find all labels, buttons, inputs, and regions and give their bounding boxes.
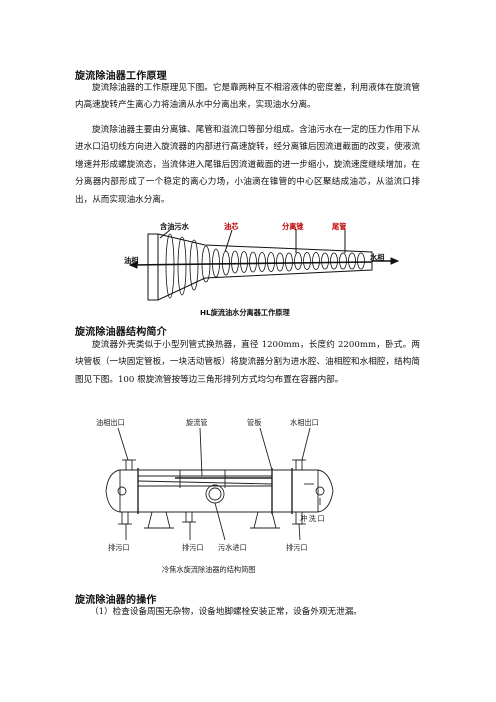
paragraph-structure: 旋流器外壳类似于小型列管式换热器，直径 1200mm，长度约 2200mm，卧式… bbox=[75, 340, 420, 385]
label-sewage-inlet: 污水进口 bbox=[218, 543, 247, 552]
label-tube-sheet: 管板 bbox=[247, 418, 262, 427]
label-drain-left: 排污口 bbox=[108, 543, 130, 552]
section-title-operation: 旋流除油器的操作 bbox=[75, 595, 157, 606]
label-water-phase: 水相 bbox=[370, 253, 385, 262]
figure2-caption: 冷焦水旋流除油器的结构简图 bbox=[162, 565, 256, 574]
section-title-principle: 旋流除油器工作原理 bbox=[75, 71, 167, 82]
label-flush-port: 冲洗口 bbox=[300, 514, 327, 523]
figure1-caption: HL旋流油水分离器工作原理 bbox=[200, 308, 290, 317]
section-title-structure: 旋流除油器结构简介 bbox=[75, 327, 167, 338]
label-tail-pipe: 尾管 bbox=[332, 222, 347, 231]
label-oil-core: 油芯 bbox=[224, 222, 239, 231]
paragraph-principle-2: 旋流除油器主要由分离锥、尾管和溢流口等部分组成。含油污水在一定的压力作用下从进水… bbox=[75, 125, 420, 205]
paragraph-principle-1: 旋流除油器的工作原理见下图。它是靠两种互不相溶液体的密度差，利用液体在旋流管内高… bbox=[75, 83, 420, 111]
label-water-outlet: 水相出口 bbox=[290, 418, 319, 427]
label-cyclone-tube: 旋流管 bbox=[186, 418, 208, 427]
label-oil-outlet: 油相出口 bbox=[96, 418, 125, 427]
label-drain-middle: 排污口 bbox=[182, 543, 204, 552]
label-separation-cone: 分离锥 bbox=[282, 222, 304, 231]
label-oil-phase: 油相 bbox=[124, 256, 139, 265]
operation-step-1: （1）检查设备周围无杂物，设备地脚螺栓安装正常，设备外观无泄漏。 bbox=[90, 607, 362, 617]
label-drain-right: 排污口 bbox=[286, 543, 308, 552]
label-oily-water: 含油污水 bbox=[160, 222, 189, 231]
